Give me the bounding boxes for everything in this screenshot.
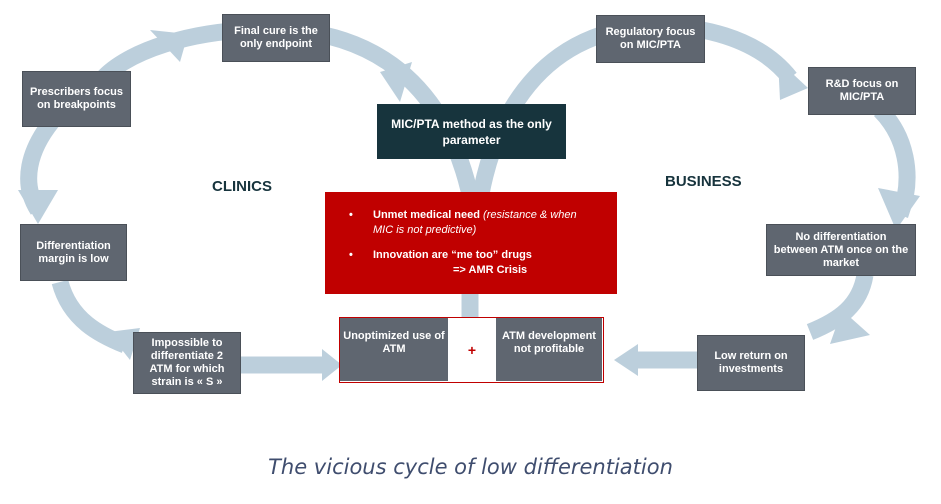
arrowhead-no-diff-down [830, 310, 870, 344]
arrowhead-prescribers-down [18, 190, 58, 224]
arrowhead-combo-right [614, 344, 638, 376]
arrowhead-rnd-down [878, 188, 920, 230]
arrowhead-final-cure [150, 30, 188, 62]
plus-sign: + [467, 341, 477, 358]
node-no-differentiation: No differentiation between ATM once on t… [766, 224, 916, 276]
node-impossible-differentiate: Impossible to differentiate 2 ATM for wh… [133, 332, 241, 394]
bottom-combination-box: Unoptimized use of ATM + ATM development… [339, 317, 604, 383]
center-crisis-box: Unmet medical need (resistance & when MI… [325, 192, 617, 294]
node-mic-pta-method: MIC/PTA method as the only parameter [377, 104, 566, 159]
arrowhead-impossible-right [108, 328, 140, 360]
node-unoptimized-use: Unoptimized use of ATM [340, 318, 448, 381]
node-differentiation-margin: Differentiation margin is low [20, 224, 127, 281]
arrowhead-mic-top-left [380, 62, 412, 102]
bullet-innovation: Innovation are “me too” drugs=> AMR Cris… [349, 248, 595, 278]
node-rnd: R&D focus on MIC/PTA [808, 67, 916, 115]
amr-crisis: => AMR Crisis [453, 264, 528, 276]
node-final-cure: Final cure is the only endpoint [222, 14, 330, 62]
node-low-return: Low return on investments [697, 335, 805, 391]
arrow-business-bottom-right [806, 273, 874, 340]
label-clinics: CLINICS [212, 178, 272, 195]
arrowhead-combo-left [322, 349, 342, 381]
arrowhead-regulatory-right [778, 60, 808, 100]
bullet-unmet-need: Unmet medical need (resistance & when MI… [349, 208, 595, 238]
node-atm-not-profitable: ATM development not profitable [496, 318, 602, 381]
label-business: BUSINESS [665, 173, 742, 190]
node-prescribers: Prescribers focus on breakpoints [22, 71, 131, 127]
diagram-caption: The vicious cycle of low differentiation [268, 455, 673, 479]
node-regulatory: Regulatory focus on MIC/PTA [596, 15, 705, 63]
